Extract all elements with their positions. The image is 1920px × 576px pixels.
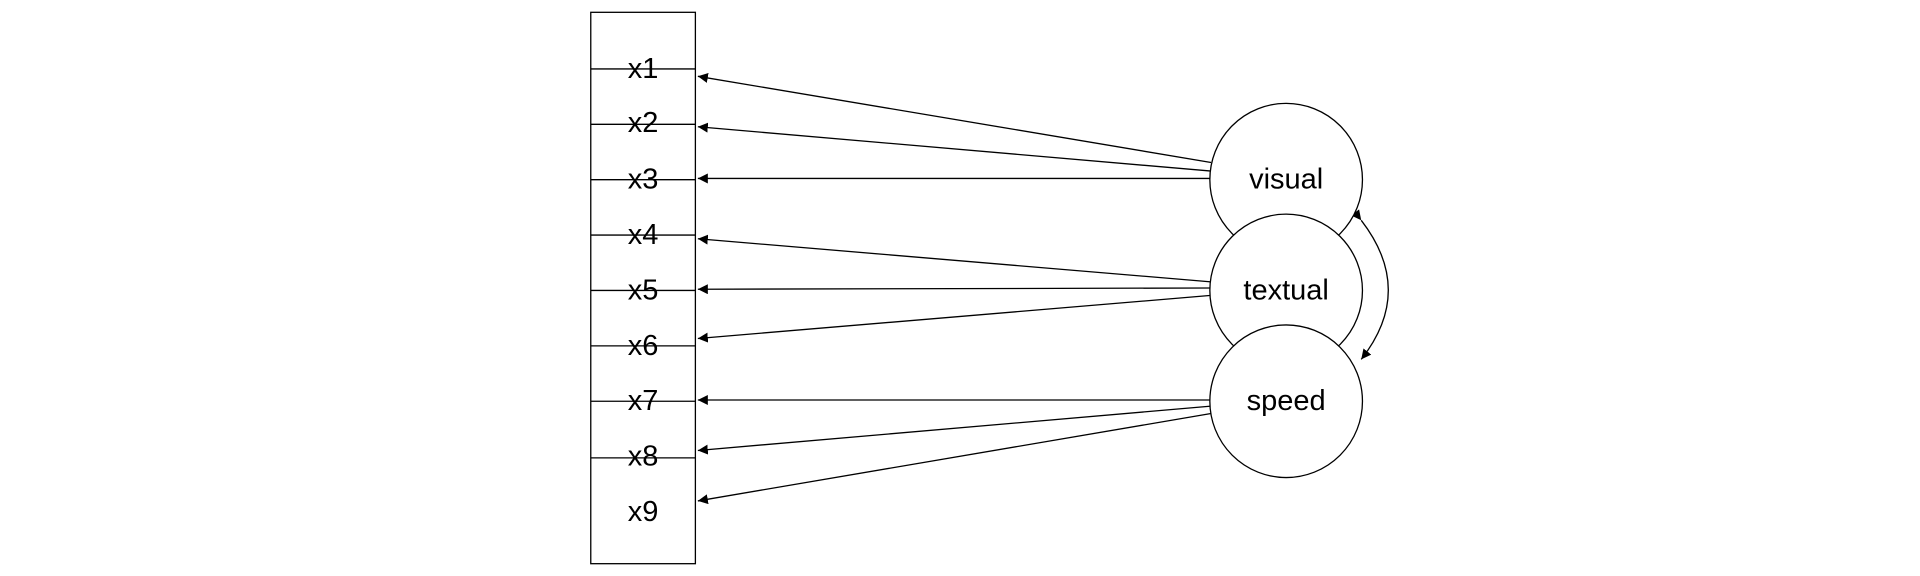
indicator-label-x6: x6 <box>628 330 659 362</box>
indicator-label-x4: x4 <box>628 219 659 251</box>
latent-label-visual: visual <box>1249 164 1323 196</box>
latent-label-speed: speed <box>1247 385 1326 417</box>
indicator-column-box <box>590 11 697 565</box>
loading-arrow-textual-x6 <box>697 294 1212 343</box>
latent-label-textual: textual <box>1243 274 1328 306</box>
loading-arrow-textual-x4 <box>697 234 1212 283</box>
loading-arrow-visual-x2 <box>697 122 1212 172</box>
covariance-arrow-visual-speed <box>1351 209 1389 360</box>
indicator-label-x8: x8 <box>628 441 659 473</box>
indicator-label-x2: x2 <box>628 107 659 139</box>
loading-arrow-textual-x5 <box>697 284 1212 295</box>
loading-arrow-visual-x1 <box>697 73 1212 164</box>
latent-node-speed <box>1209 324 1364 479</box>
indicator-label-x5: x5 <box>628 274 659 306</box>
indicator-label-x3: x3 <box>628 164 659 196</box>
loading-arrow-speed-x8 <box>697 405 1212 455</box>
loading-arrow-speed-x9 <box>697 412 1212 505</box>
indicator-label-x1: x1 <box>628 53 659 85</box>
indicator-label-x7: x7 <box>628 385 659 417</box>
indicator-label-x9: x9 <box>628 496 659 528</box>
